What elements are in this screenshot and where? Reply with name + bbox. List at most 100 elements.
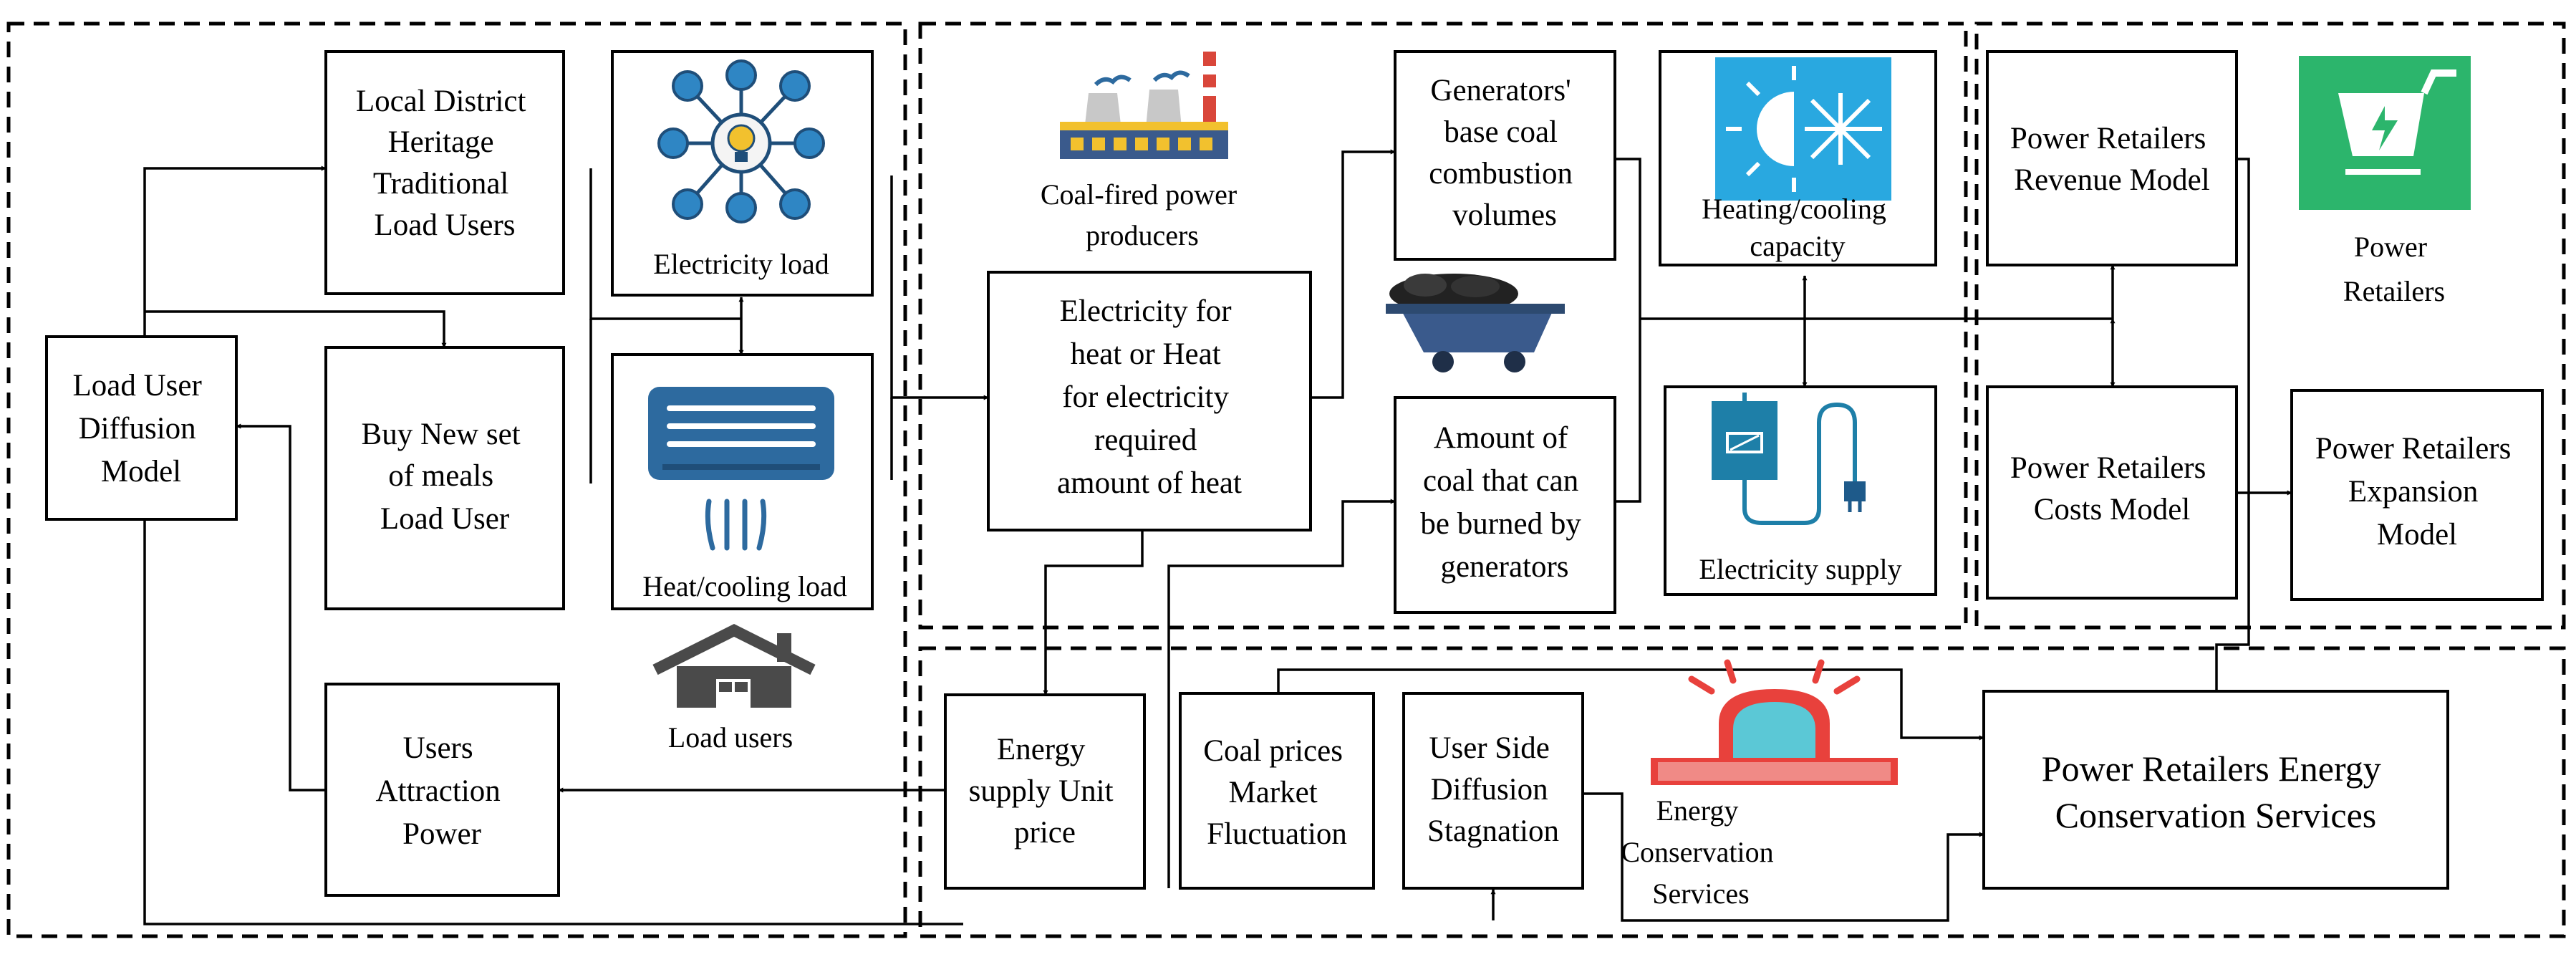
house-icon <box>652 624 816 708</box>
attraction-line-3: Power <box>402 817 481 851</box>
network-bulb-icon <box>657 59 825 223</box>
alarm-light-icon <box>1651 659 1898 785</box>
svg-text:Energy Conservation: Energy Conservation Services <box>1621 794 1780 910</box>
svg-text:Load User Diffusion: Load User Diffusion Model <box>72 369 209 489</box>
conservation-icon-line-3: Services <box>1652 877 1750 910</box>
power-plug-icon <box>1712 393 1866 525</box>
svg-text:Electricity for heat or: Electricity for heat or Heat for electri… <box>1057 294 1242 500</box>
coal-fired-producers: Coal-fired power producers <box>1041 52 1244 251</box>
svg-text:Amount of coal that can: Amount of coal that can be burned by gen… <box>1420 421 1588 584</box>
revenue-model-box: Power Retailers Revenue Model <box>1986 50 2238 266</box>
energy-unit-price-box: Energy supply Unit price <box>944 693 1146 890</box>
base-coal-line-1: Generators' <box>1430 74 1571 107</box>
heritage-line-3: Traditional <box>373 167 509 201</box>
heritage-line-4: Load Users <box>374 208 515 242</box>
user-side-line-2: Diffusion <box>1431 773 1548 807</box>
load-users-region <box>6 21 907 938</box>
power-retailers-line-1: Power <box>2354 231 2427 263</box>
base-coal-volumes-box: Generators' base coal combustion volumes <box>1394 50 1616 261</box>
energy-services-region <box>918 646 2566 938</box>
heat-required-line-5: amount of heat <box>1057 466 1242 500</box>
svg-text:Power Retailers: Power Retailers <box>2343 231 2445 307</box>
conservation-services-line-2: Conservation Services <box>2055 795 2377 835</box>
load-user-diffusion-box: Load User Diffusion Model <box>45 335 238 521</box>
heat-required-line-4: required <box>1094 423 1197 457</box>
coal-cart-icon <box>1386 274 1565 372</box>
heat-required-line-3: for electricity <box>1062 380 1229 414</box>
expansion-line-3: Model <box>2377 518 2457 552</box>
heat-required-line-2: heat or Heat <box>1071 337 1221 371</box>
base-coal-line-2: base coal <box>1444 115 1558 149</box>
coal-prices-box: Coal prices Market Fluctuation <box>1179 692 1375 890</box>
svg-text:Users Attraction P: Users Attraction Power <box>375 731 508 851</box>
heat-required-box: Electricity for heat or Heat for electri… <box>987 271 1312 531</box>
attraction-line-2: Attraction <box>375 774 500 808</box>
air-conditioner-icon <box>648 387 834 551</box>
load-user-diffusion-line-1: Load User <box>72 369 201 403</box>
users-attraction-power-box: Users Attraction Power <box>324 683 560 897</box>
user-side-line-1: User Side <box>1429 731 1549 765</box>
svg-text:Power Retailers Expansio: Power Retailers Expansion Model <box>2315 432 2519 552</box>
conservation-icon-line-2: Conservation <box>1621 836 1773 868</box>
conservation-services-line-1: Power Retailers Energy <box>2042 749 2381 789</box>
electricity-supply-box: Electricity supply <box>1664 385 1937 596</box>
base-coal-line-3: combustion <box>1429 157 1573 191</box>
factory-icon <box>1060 52 1228 159</box>
heating-cooling-line-1: Heating/cooling <box>1702 193 1886 225</box>
coal-prices-line-3: Fluctuation <box>1207 817 1347 851</box>
svg-text:Coal prices Market: Coal prices Market Fluctuation <box>1203 734 1350 851</box>
unit-price-line-1: Energy <box>997 733 1086 766</box>
power-retailers-line-2: Retailers <box>2343 275 2445 307</box>
sun-snowflake-icon <box>1715 57 1891 201</box>
svg-text:Local District Heritage: Local District Heritage Traditional Load… <box>356 85 534 242</box>
revenue-line-1: Power Retailers <box>2010 122 2206 155</box>
attraction-line-1: Users <box>403 731 473 765</box>
new-meals-user-box: Buy New set of meals Load User <box>324 346 565 610</box>
connectors <box>143 149 2292 925</box>
electricity-supply-label: Electricity supply <box>1699 553 1901 585</box>
load-users-label: Load users <box>668 721 793 754</box>
svg-text:Generators' base coal: Generators' base coal combustion volumes <box>1429 74 1580 232</box>
unit-price-line-3: price <box>1014 816 1076 850</box>
expansion-line-1: Power Retailers <box>2315 432 2511 466</box>
power-retailers-region <box>1974 21 2566 630</box>
heritage-line-1: Local District <box>356 85 526 118</box>
new-meals-line-1: Buy New set <box>362 418 521 451</box>
new-meals-line-3: Load User <box>380 502 509 536</box>
user-side-stagnation-box: User Side Diffusion Stagnation <box>1402 692 1584 890</box>
svg-text:Power Retailers Costs Mo: Power Retailers Costs Model <box>2010 451 2214 526</box>
heritage-line-2: Heritage <box>388 125 494 159</box>
user-side-line-3: Stagnation <box>1427 814 1559 848</box>
svg-text:Heating/cooling capacity: Heating/cooling capacity <box>1702 193 1894 262</box>
costs-line-1: Power Retailers <box>2010 451 2206 485</box>
heat-required-line-1: Electricity for <box>1060 294 1232 328</box>
svg-text:Energy supply Unit: Energy supply Unit price <box>969 733 1121 850</box>
coal-burned-line-3: be burned by <box>1420 507 1581 541</box>
heat-cooling-load-label: Heat/cooling load <box>642 570 846 602</box>
svg-text:Coal-fired power produce: Coal-fired power producers <box>1041 178 1244 251</box>
coal-prices-line-2: Market <box>1229 776 1318 809</box>
expansion-model-box: Power Retailers Expansion Model <box>2290 389 2544 601</box>
coal-burned-line-4: generators <box>1440 550 1568 584</box>
heating-cooling-line-2: capacity <box>1750 230 1845 262</box>
load-user-diffusion-line-3: Model <box>101 455 181 489</box>
svg-text:User Side Diffusion: User Side Diffusion Stagnation <box>1427 731 1559 848</box>
power-retailers-group: Power Retailers <box>2299 56 2471 307</box>
coal-burned-line-1: Amount of <box>1434 421 1568 455</box>
conservation-icon-line-1: Energy <box>1656 794 1739 827</box>
coal-prices-line-1: Coal prices <box>1203 734 1343 768</box>
costs-model-box: Power Retailers Costs Model <box>1986 385 2238 600</box>
coal-burned-box: Amount of coal that can be burned by gen… <box>1394 396 1616 614</box>
heating-cooling-capacity-box: Heating/cooling capacity <box>1659 50 1937 266</box>
heat-cooling-load-box: Heat/cooling load <box>611 353 874 610</box>
coal-fired-line-2: producers <box>1086 219 1199 251</box>
electricity-load-box: Electricity load <box>611 50 874 297</box>
expansion-line-2: Expansion <box>2348 475 2479 509</box>
coal-burned-line-2: coal that can <box>1423 464 1578 498</box>
heritage-load-users-box: Local District Heritage Traditional Load… <box>324 50 565 295</box>
power-producers-region <box>918 21 1968 630</box>
load-users-group: Load users <box>652 624 816 754</box>
svg-text:Buy New set of meals: Buy New set of meals Load User <box>362 418 529 536</box>
conservation-services-box: Power Retailers Energy Conservation Serv… <box>1982 690 2449 890</box>
